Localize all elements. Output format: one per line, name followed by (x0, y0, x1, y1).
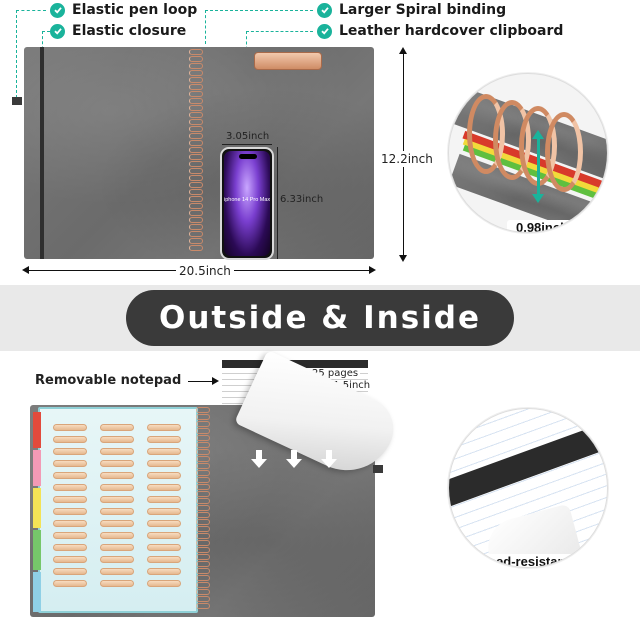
phone-notch (239, 154, 257, 159)
spiral-leader-h (205, 10, 313, 11)
down-arrow-icon (286, 450, 302, 468)
phone-wallpaper (224, 151, 270, 256)
feature-clipboard: Leather hardcover clipboard (317, 23, 563, 39)
ring-size-label: 0.98inch (507, 220, 577, 232)
section-banner: Outside & Inside (126, 290, 514, 346)
ink-closeup: Bleed-resistant ink (448, 408, 608, 568)
ring-4 (545, 112, 583, 192)
width-arrow-left (22, 266, 29, 274)
phone-width-line (222, 144, 272, 145)
spiral-binding-inside (196, 407, 210, 609)
ink-label: Bleed-resistant ink (469, 554, 599, 567)
notepad-pages: 25 pages (310, 368, 361, 379)
width-dimension-label: 20.5inch (176, 264, 234, 278)
phone-height-line (277, 147, 278, 259)
phone-height-label: 6.33inch (280, 194, 324, 205)
clipboard-leader-h (246, 31, 313, 32)
pen-loop-tab (12, 97, 22, 105)
tab-pink (33, 450, 41, 486)
width-arrow-right (369, 266, 376, 274)
ring-arrow-bottom (532, 194, 544, 203)
phone-model-label: iphone 14 Pro Max (224, 197, 270, 203)
notepad-arrow-head (212, 377, 219, 385)
spiral-binding-outside (189, 49, 203, 251)
tab-green (33, 530, 41, 570)
notepad-label-arrow (188, 381, 214, 382)
notepad-label: Removable notepad (35, 373, 182, 388)
tab-yellow (33, 488, 41, 528)
closure-leader-h (42, 31, 50, 32)
ink-closeup-band (449, 417, 607, 507)
pen-loop-leader-v (16, 10, 17, 98)
feature-label: Elastic closure (72, 23, 187, 39)
down-arrow-icon (251, 450, 267, 468)
check-icon (50, 23, 65, 39)
card-slots-col-3 (147, 424, 181, 587)
ring-height-arrow (537, 136, 540, 198)
feature-elastic-pen-loop: Elastic pen loop (50, 2, 197, 18)
height-dimension-label: 12.2inch (379, 151, 435, 167)
check-icon (317, 23, 332, 39)
rings-closeup: 0.98inch (448, 73, 608, 233)
feature-label: Larger Spiral binding (339, 2, 507, 18)
elastic-band (40, 47, 44, 259)
card-slots-col-1 (53, 424, 87, 587)
height-arrow-top (399, 47, 407, 54)
tab-blue (33, 572, 41, 612)
down-arrow-icon (321, 450, 337, 468)
feature-spiral-binding: Larger Spiral binding (317, 2, 506, 18)
feature-label: Elastic pen loop (72, 2, 198, 18)
clipboard-clip (254, 52, 322, 70)
spiral-leader-v (205, 10, 206, 44)
phone-width-label: 3.05inch (226, 131, 270, 142)
closure-tab (373, 465, 383, 473)
pen-loop-leader-h (16, 10, 46, 11)
height-arrow-bottom (399, 255, 407, 262)
check-icon (317, 2, 332, 18)
phone: iphone 14 Pro Max (220, 147, 274, 260)
card-slots-col-2 (100, 424, 134, 587)
tab-red (33, 412, 41, 448)
feature-elastic-closure: Elastic closure (50, 23, 186, 39)
ring-arrow-top (532, 130, 544, 139)
check-icon (50, 2, 65, 18)
feature-label: Leather hardcover clipboard (339, 23, 564, 39)
